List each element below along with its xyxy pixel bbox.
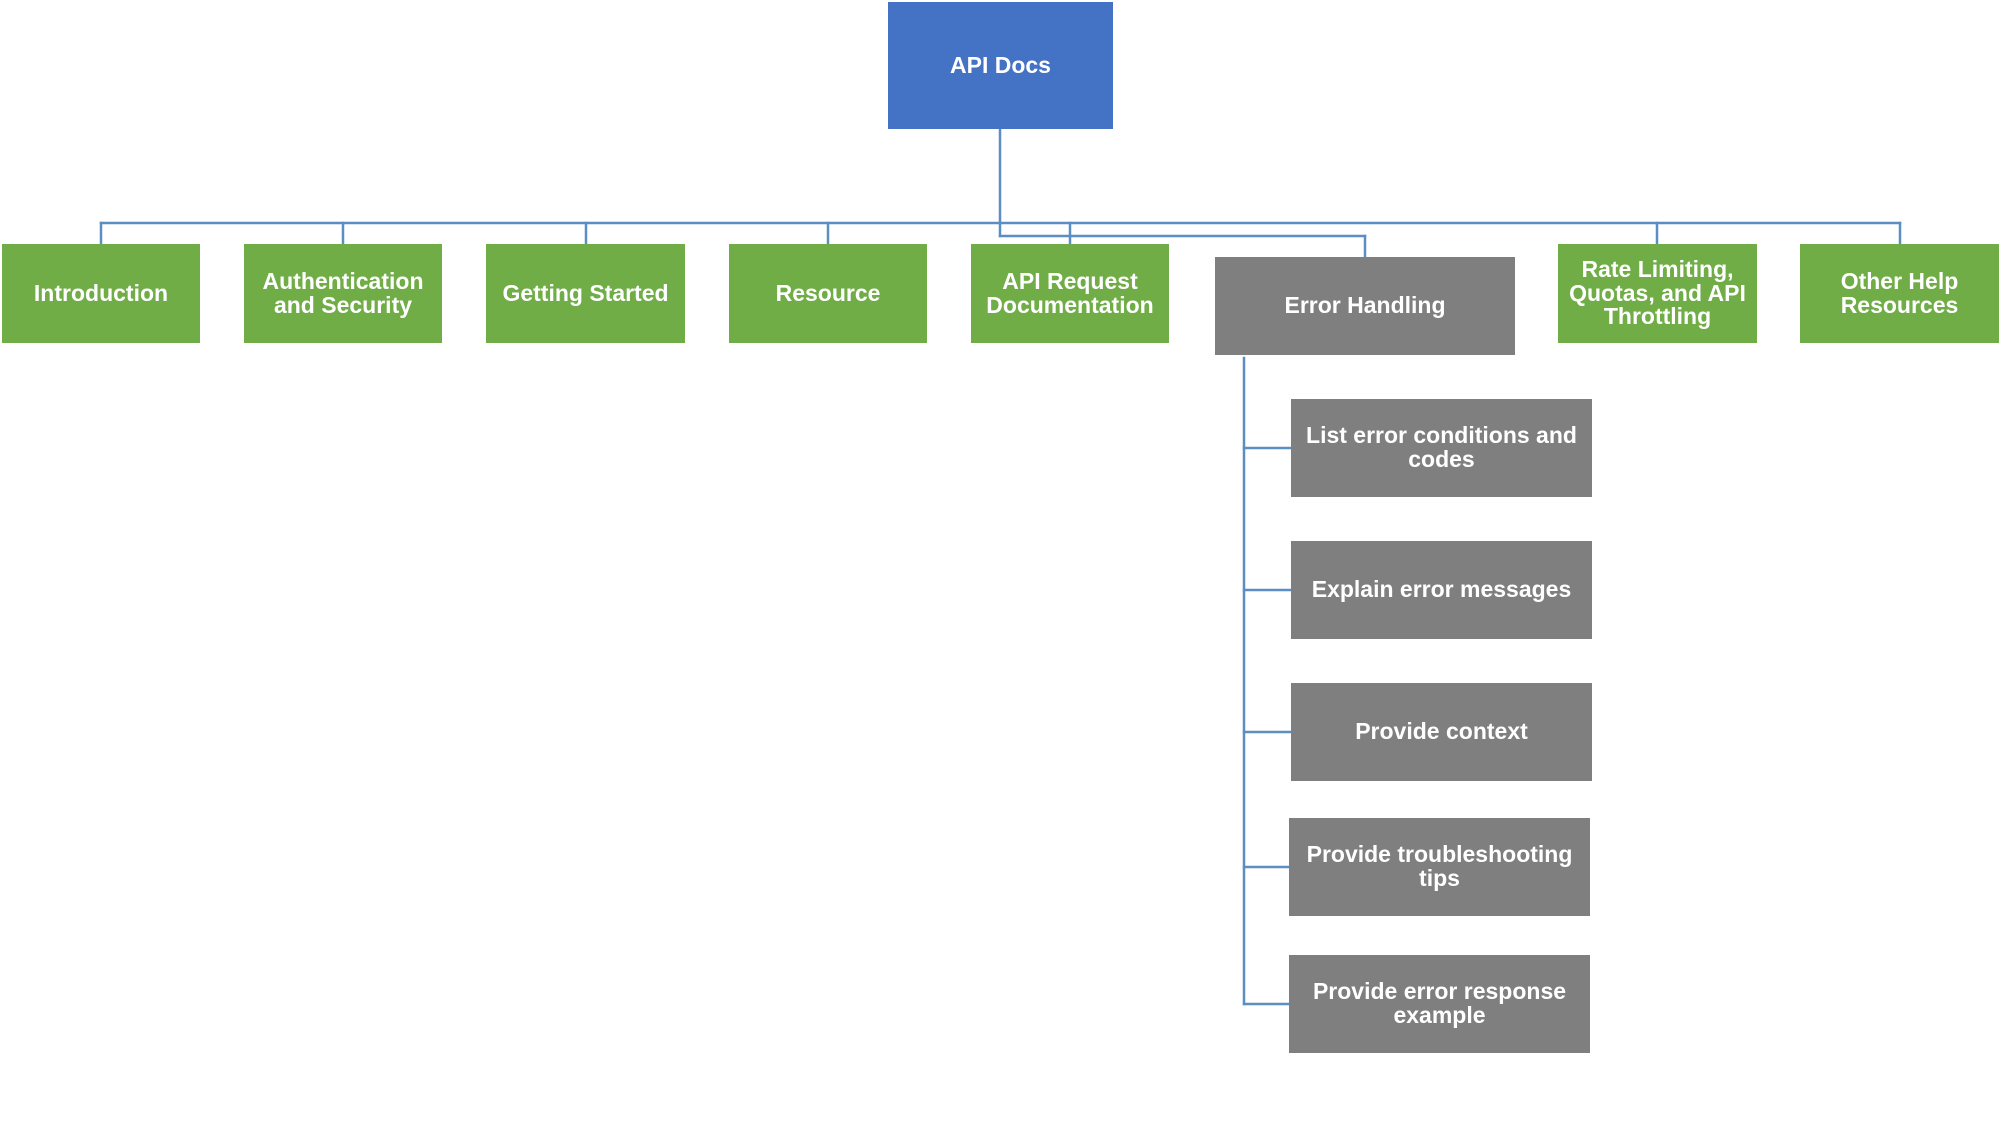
section-getting-started: Getting Started — [486, 244, 685, 343]
error-child-explain-error-messages: Explain error messages — [1291, 541, 1592, 639]
section-api-request-documentation: API Request Documentation — [971, 244, 1169, 343]
section-resource: Resource — [729, 244, 927, 343]
section-authentication-and-security: Authentication and Security — [244, 244, 442, 343]
section-introduction: Introduction — [2, 244, 200, 343]
error-child-list-error-conditions: List error conditions and codes — [1291, 399, 1592, 497]
section-other-help-resources: Other Help Resources — [1800, 244, 1999, 343]
root-node-api-docs: API Docs — [888, 2, 1113, 129]
error-child-error-response-example: Provide error response example — [1289, 955, 1590, 1053]
error-child-provide-context: Provide context — [1291, 683, 1592, 781]
error-child-troubleshooting-tips: Provide troubleshooting tips — [1289, 818, 1590, 916]
section-rate-limiting: Rate Limiting, Quotas, and API Throttlin… — [1558, 244, 1757, 343]
section-error-handling: Error Handling — [1215, 257, 1515, 355]
